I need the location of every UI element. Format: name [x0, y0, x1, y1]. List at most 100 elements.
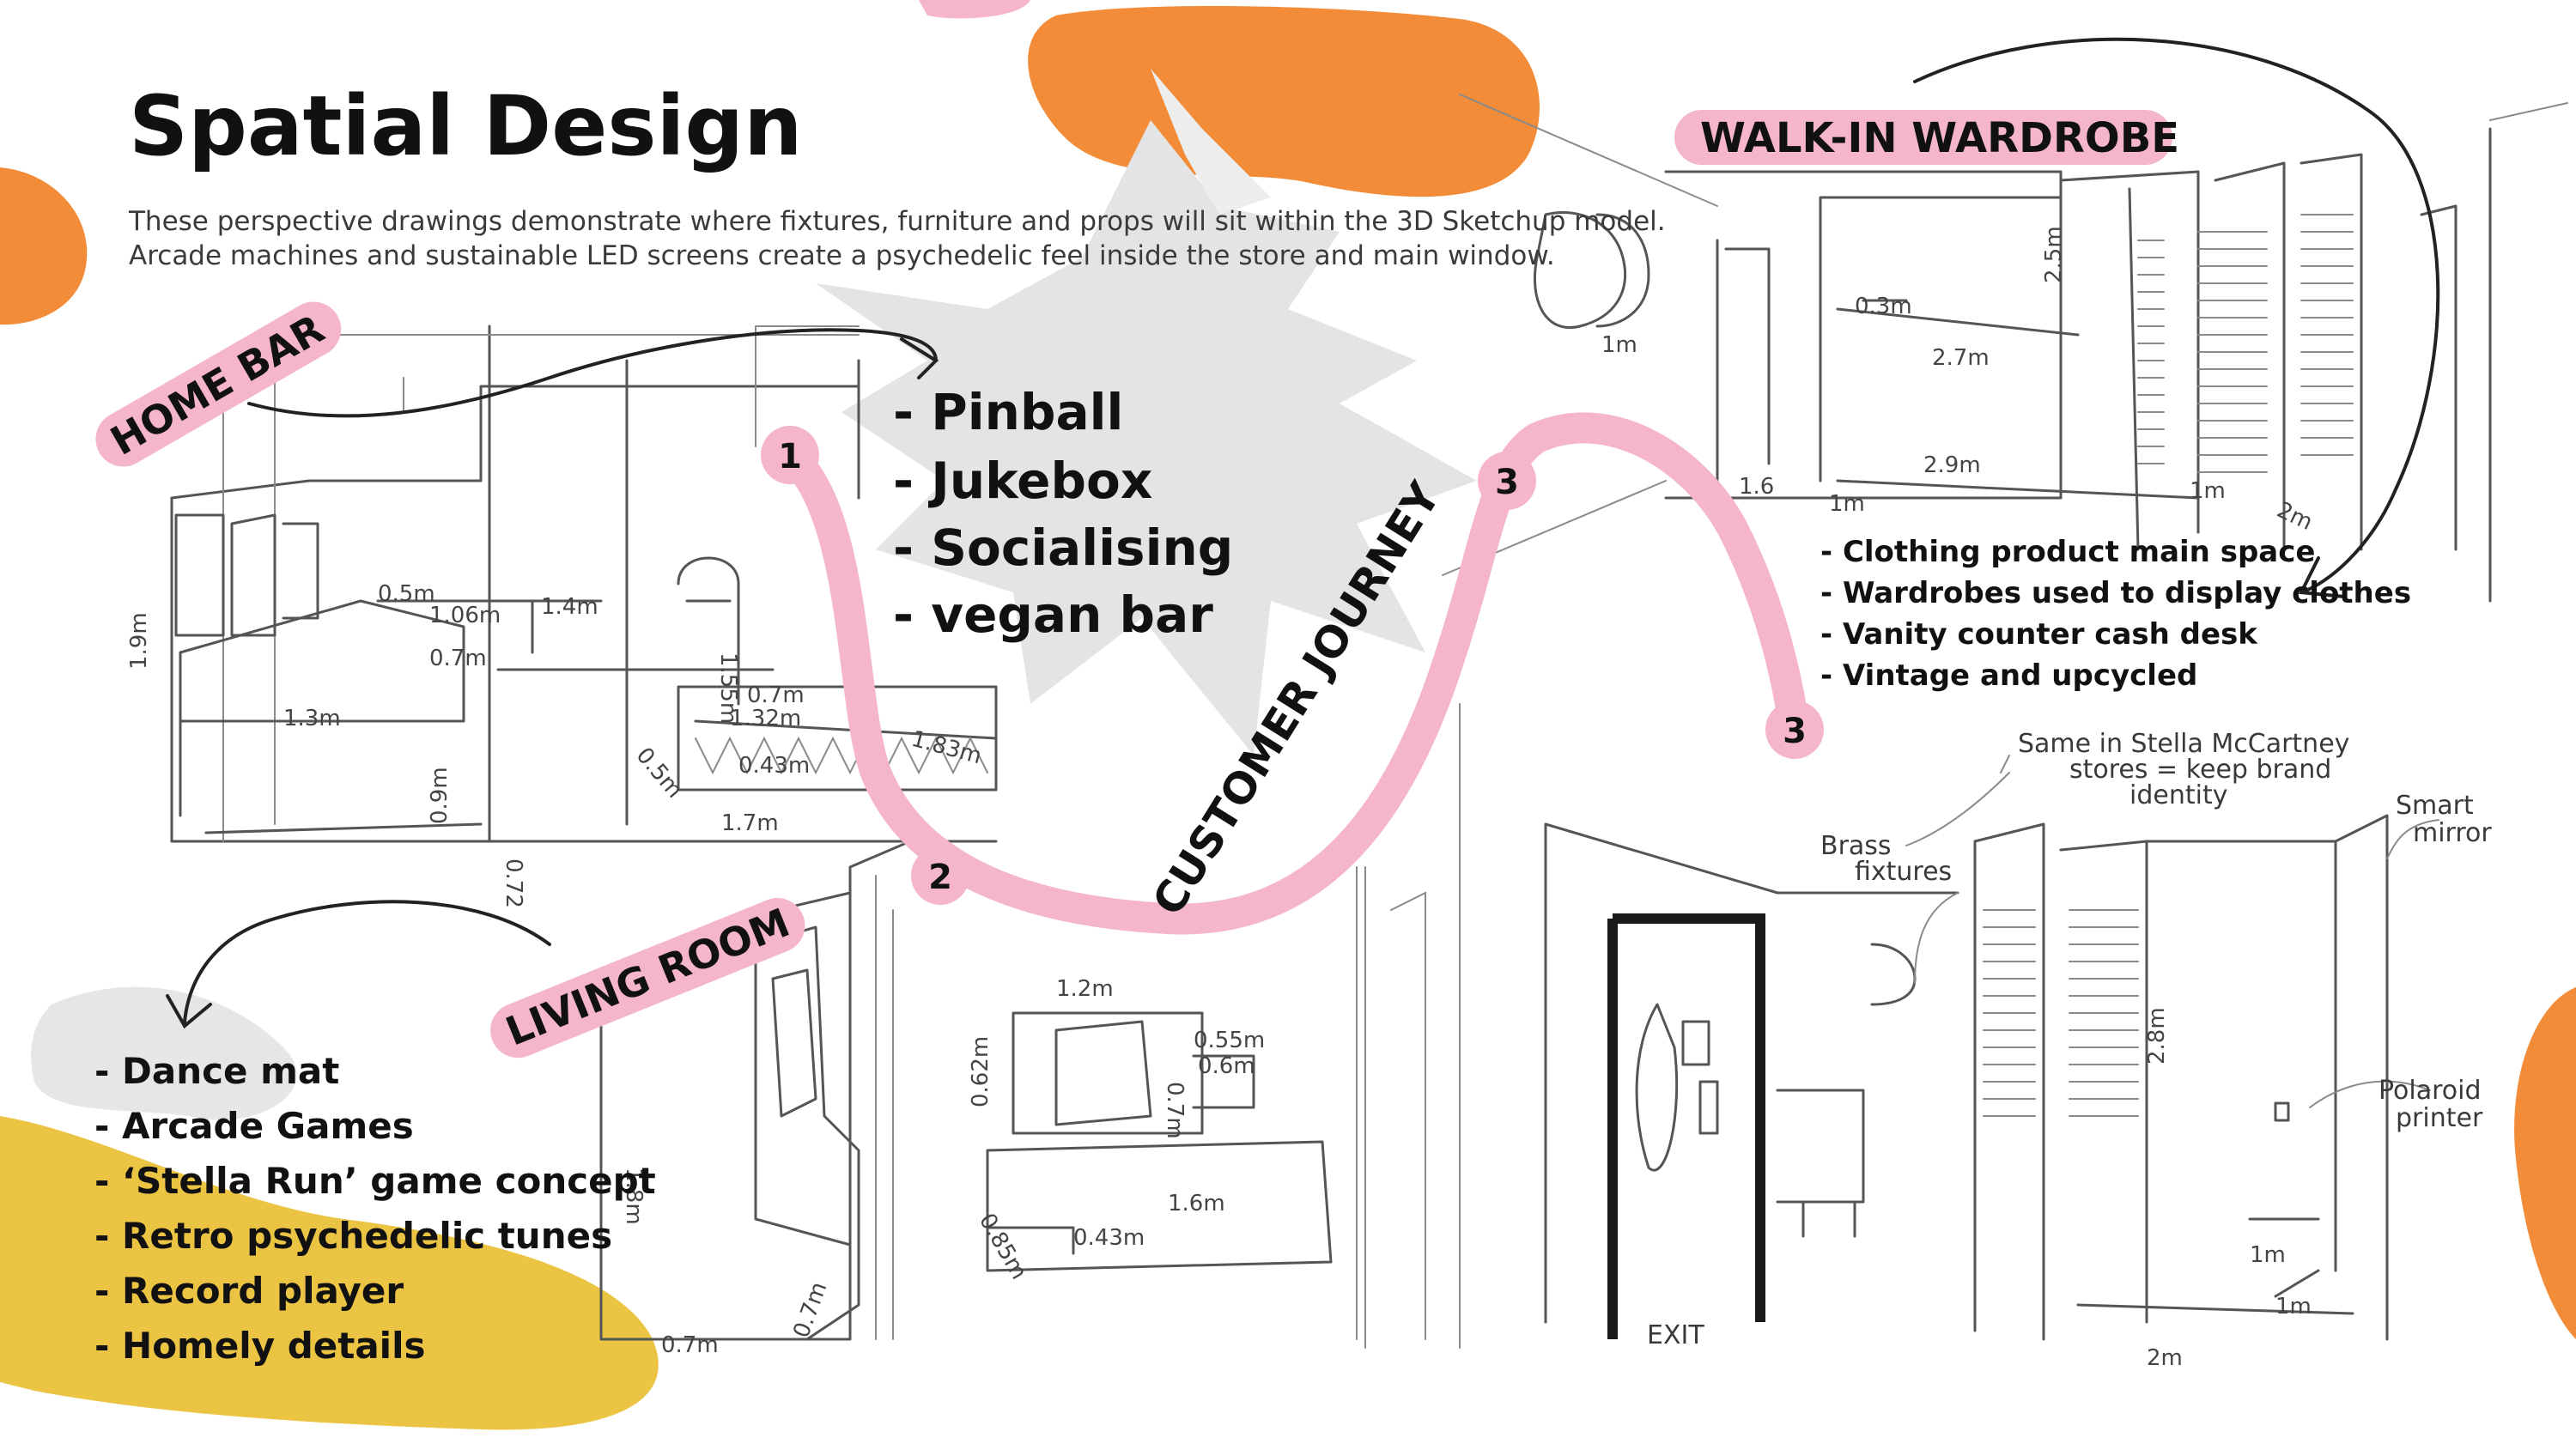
dim-home-3: 0.7m [429, 646, 487, 671]
stores-note-1: Same in Stella McCartney [2018, 729, 2349, 759]
intro-line-1: These perspective drawings demonstrate w… [128, 206, 1666, 237]
journey-marker-1 [761, 426, 819, 484]
wardrobe-sketch: 1m 0.3m 2.7m 2.5m 2.9m 1m 1m 2m 1.6 [1442, 94, 2568, 603]
orange-blob-top [1028, 5, 1540, 197]
dim-ward-8: 1.6 [1739, 474, 1774, 500]
dim-shop-1: 1m [2250, 1242, 2286, 1268]
wardrobe-text: WALK-IN WARDROBE [1700, 114, 2179, 162]
shop-floor-sketch: 2.8m 1m 1m 2m [1544, 814, 2389, 1371]
arrow-wardrobe-head [2298, 556, 2346, 598]
dim-home-11: 0.43m [738, 753, 810, 779]
living-bullet-6: - Homely details [94, 1325, 425, 1367]
dim-ward-3: 2.5m [2041, 226, 2067, 283]
dim-ward-4: 2.9m [1923, 452, 1981, 478]
grey-splash-left [31, 986, 297, 1120]
wardrobe-bullet-4: - Vintage and upcycled [1820, 658, 2197, 693]
dim-ward-5: 1m [1829, 491, 1865, 517]
dim-home-14: 0.72 [501, 858, 526, 908]
intro-line-2: Arcade machines and sustainable LED scre… [129, 240, 1555, 271]
dim-living-2: 0.7m [788, 1278, 832, 1341]
yellow-blob [0, 1116, 659, 1430]
journey-path [775, 412, 1810, 935]
dim-shop-0: 2.8m [2144, 1007, 2170, 1065]
dim-home-5: 1.3m [283, 706, 341, 731]
dim-ward-1: 0.3m [1855, 294, 1912, 319]
dim-shop-2: 1m [2275, 1294, 2312, 1320]
journey-marker-3b [1765, 701, 1824, 759]
home-bar-bullets: - Pinball - Jukebox - Socialising - vega… [893, 383, 1233, 644]
polaroid-1: Polaroid [2379, 1076, 2482, 1106]
living-room-pill [490, 898, 805, 1059]
dim-ward-2: 2.7m [1932, 345, 1990, 371]
dim-home-9: 1.32m [730, 706, 801, 731]
brass-note-1: Brass [1820, 831, 1892, 861]
brass-note-2: fixtures [1855, 857, 1952, 887]
arrow-living-room-head [166, 994, 212, 1029]
living-bullet-4: - Retro psychedelic tunes [94, 1215, 612, 1257]
dim-living-8: 1.6m [1168, 1191, 1225, 1216]
polaroid-2: printer [2396, 1103, 2483, 1133]
living-bullet-2: - Arcade Games [94, 1105, 414, 1147]
dim-home-1: 1.06m [429, 603, 501, 628]
wardrobe-bullet-3: - Vanity counter cash desk [1820, 617, 2258, 652]
living-room-sketch: 1.8m 0.7m 0.7m 1.2m 0.62m 0.55m 0.6m 0.7… [599, 703, 1461, 1358]
arrow-home-bar-head [900, 337, 939, 379]
exit-label: EXIT [1647, 1320, 1704, 1350]
home-bar-bullet-3: - Socialising [893, 519, 1233, 577]
dim-home-0: 0.5m [378, 581, 435, 607]
dim-living-5: 0.55m [1194, 1028, 1265, 1053]
grey-splash-center [816, 120, 1477, 755]
living-bullet-5: - Record player [94, 1270, 404, 1312]
journey-marker-3 [1478, 452, 1536, 510]
smart-mirror-2: mirror [2413, 818, 2492, 848]
home-bar-pill [95, 301, 342, 467]
smart-mirror-1: Smart [2396, 791, 2474, 821]
home-bar-sketch: 0.5m 1.06m 1.4m 0.7m 1.9m 1.3m 0.9m 1.55… [126, 325, 998, 908]
dim-home-13: 1.7m [721, 810, 779, 836]
arrows [166, 37, 2440, 1108]
living-room-label: LIVING ROOM [490, 898, 805, 1059]
home-bar-text: HOME BAR [103, 306, 332, 464]
wardrobe-bullet-1: - Clothing product main space [1820, 535, 2315, 569]
dim-living-1: 0.7m [661, 1332, 719, 1358]
home-bar-bullet-4: - vegan bar [893, 585, 1213, 644]
dim-home-2: 1.4m [541, 594, 598, 620]
dim-living-0: 1.8m [621, 1168, 647, 1225]
marker-2-label: 2 [928, 858, 952, 897]
dim-home-4: 1.9m [126, 612, 152, 670]
orange-blob-right [2514, 987, 2576, 1339]
pink-blob-top [919, 0, 1030, 19]
dim-shop-3: 2m [2147, 1345, 2183, 1371]
journey-marker-2 [911, 846, 969, 905]
marker-3-label: 3 [1495, 463, 1519, 502]
dim-home-6: 0.9m [427, 767, 453, 824]
marker-1-label: 1 [778, 437, 802, 476]
dim-living-9: 0.85m [974, 1210, 1032, 1284]
wardrobe-bullets: - Clothing product main space - Wardrobe… [1820, 535, 2411, 693]
dim-home-8: 0.7m [747, 682, 805, 708]
dim-ward-6: 1m [2190, 478, 2226, 504]
home-bar-bullet-2: - Jukebox [893, 452, 1152, 510]
dim-ward-7: 2m [2273, 497, 2317, 536]
shop-annotations: Same in Stella McCartney stores = keep b… [1647, 729, 2492, 1350]
arrow-living-room [183, 900, 551, 1023]
stores-note-3: identity [2129, 780, 2227, 810]
orange-blob-left [0, 167, 88, 325]
dim-living-4: 0.62m [968, 1036, 993, 1107]
dim-home-10: 1.83m [908, 726, 984, 770]
wardrobe-bullet-2: - Wardrobes used to display clothes [1820, 576, 2411, 610]
dim-living-10: 0.43m [1073, 1225, 1145, 1251]
dim-living-3: 1.2m [1056, 976, 1114, 1002]
living-bullet-3: - ‘Stella Run’ game concept [94, 1160, 656, 1202]
stores-note-2: stores = keep brand [2069, 755, 2331, 785]
grey-streak [1151, 69, 1271, 215]
dim-home-7: 1.55m [715, 652, 741, 724]
dim-living-6: 0.6m [1198, 1053, 1255, 1079]
living-room-text: LIVING ROOM [499, 899, 796, 1054]
wardrobe-label: WALK-IN WARDROBE [1674, 110, 2179, 165]
home-bar-bullet-1: - Pinball [893, 383, 1123, 441]
dim-living-7: 0.7m [1162, 1082, 1188, 1139]
